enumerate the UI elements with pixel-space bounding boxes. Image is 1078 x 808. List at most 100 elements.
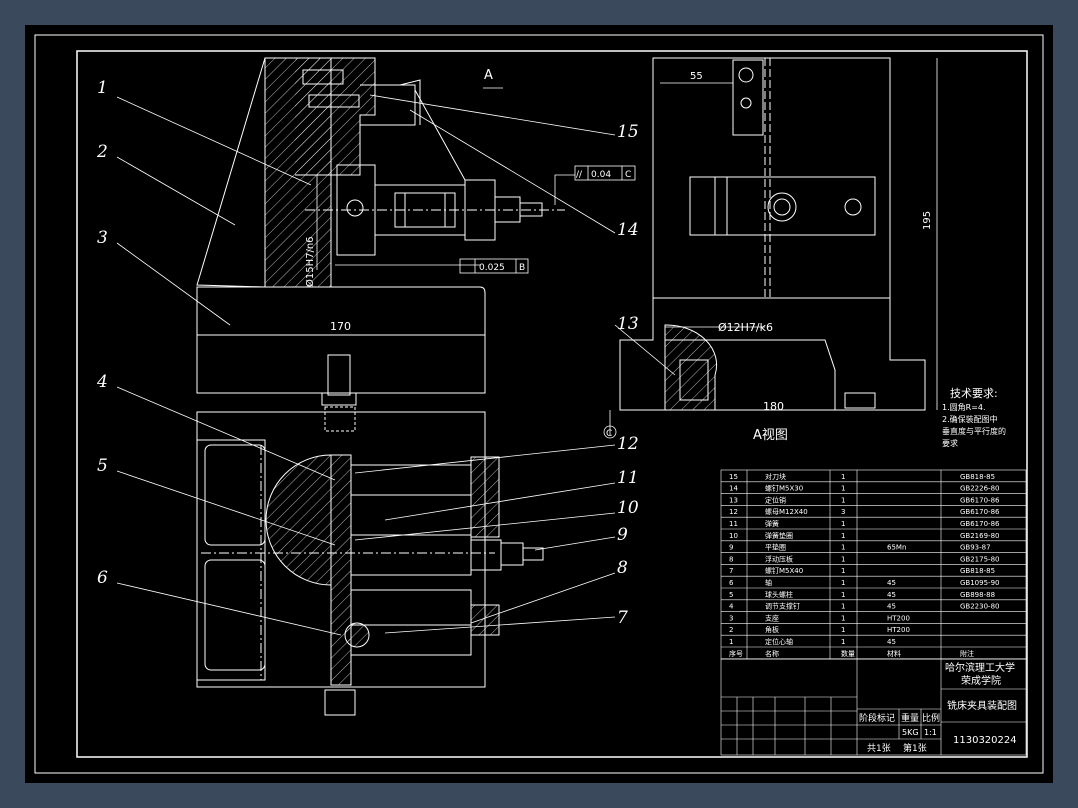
- bom-cell: 定位销: [765, 495, 786, 504]
- bom-header-cell: 数量: [841, 649, 855, 658]
- weight-value: 5KG: [902, 728, 919, 737]
- dimension-lines: [197, 58, 938, 435]
- dim-main-width: 170: [330, 320, 351, 333]
- view-title: A视图: [753, 428, 788, 443]
- tolerance-symbol: //: [576, 170, 583, 180]
- callout-13: 13: [617, 314, 639, 334]
- tolerance-parallel: // 0.04 C: [574, 165, 636, 181]
- dim-right-bottom: 180: [763, 400, 784, 413]
- school-name: 哈尔滨理工大学: [945, 661, 1015, 674]
- bom-cell: 3: [729, 614, 733, 622]
- dim-fit-right: Ø12H7/k6: [718, 321, 773, 334]
- tolerance-value: 0.025: [479, 263, 505, 273]
- bom-cell: 对刀块: [765, 472, 786, 481]
- bom-cell: 轴: [765, 578, 772, 587]
- top-view: [196, 406, 544, 716]
- bom-cell: 15: [729, 473, 738, 481]
- drawing-title: 铣床夹具装配图: [947, 699, 1017, 712]
- dim-right-width: 55: [690, 71, 703, 82]
- bom-cell: 浮动压板: [765, 554, 793, 563]
- bom-cell: 45: [887, 591, 896, 599]
- bom-cell: GB2175-80: [960, 555, 999, 563]
- callout-12: 12: [617, 434, 639, 454]
- tolerance-datum: B: [519, 263, 525, 273]
- outer-border: [34, 34, 1044, 774]
- bom-cell: 7: [729, 567, 733, 575]
- bom-cell: 弹簧垫圈: [765, 531, 793, 540]
- bom-cell: 1: [841, 485, 845, 493]
- datum-circle: [603, 425, 617, 439]
- bom-cell: 1: [841, 591, 845, 599]
- callout-3: 3: [97, 228, 108, 248]
- bom-cell: 2: [729, 626, 733, 634]
- bom-cell: 9: [729, 544, 733, 552]
- bom-cell: 1: [841, 614, 845, 622]
- front-view: [196, 57, 565, 406]
- bom-header-cell: 附注: [960, 649, 974, 658]
- bom-cell: 弹簧: [765, 519, 779, 528]
- bom-cell: 定位心轴: [765, 637, 793, 646]
- bom-cell: 1: [841, 520, 845, 528]
- callout-1: 1: [97, 78, 108, 98]
- scale-value: 1:1: [924, 728, 937, 737]
- bom-cell: 1: [841, 626, 845, 634]
- bom-cell: 角板: [765, 625, 779, 634]
- bom-cell: 13: [729, 496, 738, 504]
- datum-label: C: [606, 429, 612, 439]
- bom-cell: HT200: [887, 614, 910, 622]
- callout-2: 2: [96, 142, 108, 162]
- bom-cell: 1: [841, 544, 845, 552]
- bom-cell: GB6170-86: [960, 508, 1000, 516]
- dim-fit-vertical: Ø15H7/n6: [304, 236, 316, 287]
- dim-right-height: 195: [922, 211, 933, 230]
- callouts: 1 2 3 4 5 6 7 8 9 10 11 12 13 14 15: [96, 78, 639, 628]
- bom-cell: 1: [841, 603, 845, 611]
- bom-cell: 3: [841, 508, 845, 516]
- bom-cell: GB2226-80: [960, 485, 999, 493]
- callout-4: 4: [96, 372, 108, 392]
- bom-cell: 1: [841, 638, 845, 646]
- callout-9: 9: [617, 525, 628, 545]
- tech-req-title: 技术要求:: [950, 387, 998, 400]
- stage-mark: 阶段标记: [859, 712, 895, 724]
- bom-cell: 螺钉M5X30: [765, 484, 803, 493]
- callout-8: 8: [617, 558, 628, 578]
- bom-cell: 螺钉M5X40: [765, 566, 803, 575]
- bom-cell: GB898-88: [960, 591, 995, 599]
- title-block: [720, 658, 1027, 756]
- bom-cell: GB93-87: [960, 544, 991, 552]
- a-view: [619, 57, 926, 411]
- bom-cell: 14: [729, 485, 738, 493]
- tech-requirements: 技术要求: 1.圆角R=4. 2.确保装配图中 垂直度与平行度的 要求: [942, 387, 1006, 448]
- view-arrow-label: A: [484, 68, 493, 83]
- bom-cell: 8: [729, 555, 733, 563]
- sheets-total: 共1张: [867, 743, 891, 754]
- bom-cell: 11: [729, 520, 738, 528]
- bom-cell: 1: [729, 638, 733, 646]
- bom-cell: 调节支撑钉: [765, 602, 800, 611]
- callout-14: 14: [617, 220, 639, 240]
- scale-label: 比例: [922, 712, 940, 724]
- bom-cell: 45: [887, 638, 896, 646]
- bom-cell: GB6170-86: [960, 496, 1000, 504]
- inner-border: [76, 50, 1028, 758]
- bom-cell: 5: [729, 591, 733, 599]
- tolerance-value: 0.04: [591, 170, 611, 180]
- bom-cell: 1: [841, 567, 845, 575]
- bom-cell: 支座: [765, 613, 779, 622]
- bom-cell: 12: [729, 508, 738, 516]
- callout-6: 6: [97, 568, 108, 588]
- bom-cell: 45: [887, 603, 896, 611]
- callout-10: 10: [617, 498, 639, 518]
- bom-cell: 65Mn: [887, 544, 906, 552]
- bom-cell: HT200: [887, 626, 910, 634]
- sheet-number: 第1张: [903, 742, 927, 754]
- bom-cell: 10: [729, 532, 738, 540]
- cad-viewport[interactable]: A 170 Ø15H7/n6 55 195 180 Ø12H7/k6 A视图 /…: [25, 25, 1053, 783]
- bom-cell: 1: [841, 555, 845, 563]
- bom-cell: 螺母M12X40: [765, 507, 808, 516]
- bom-cell: 1: [841, 532, 845, 540]
- tech-req-line: 垂直度与平行度的: [942, 426, 1006, 436]
- tolerance-datum: C: [625, 170, 631, 180]
